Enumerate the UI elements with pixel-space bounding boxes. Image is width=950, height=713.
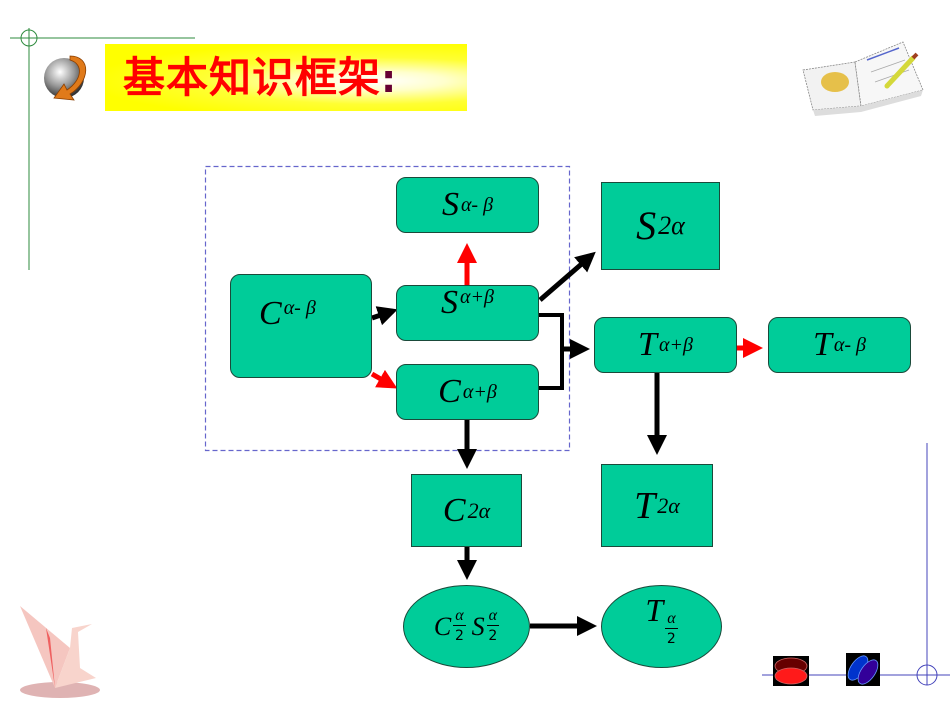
node-main-symbol: C	[259, 295, 282, 332]
open-book-icon	[802, 41, 924, 116]
page-title: 基本知识框架:	[123, 53, 398, 102]
fraction-numerator: α	[453, 607, 466, 626]
edge-bracket	[539, 313, 564, 390]
node-main-symbol: C	[442, 491, 466, 529]
node-subscript: α+β	[462, 380, 497, 403]
title-banner: 基本知识框架:	[105, 44, 467, 111]
node-main-symbol: S	[441, 284, 459, 321]
node-main-symbol: S	[636, 203, 657, 248]
fraction-denominator: 2	[488, 628, 498, 644]
node-subscript: α+β	[460, 286, 494, 308]
node-subscript: α- β	[833, 333, 867, 356]
node-main-symbol: S	[471, 611, 485, 641]
node-main-symbol: T	[634, 484, 656, 527]
edge-s-plus-to-s-2a	[538, 251, 596, 302]
node-subscript: α- β	[460, 193, 494, 216]
fraction-denominator: 2	[666, 631, 676, 647]
dashed-group-frame	[204, 165, 571, 452]
title-colon: :	[381, 57, 398, 101]
blue-sticker-icon	[846, 653, 880, 686]
node-subscript: 2α	[658, 211, 685, 240]
fraction-numerator: α	[665, 610, 678, 629]
node-main-symbol: T	[638, 326, 657, 363]
node-main-symbol: T	[645, 592, 664, 628]
node-subscript: 2α	[657, 492, 680, 518]
node-subscript: 2α	[467, 497, 491, 523]
node-main-symbol: C	[438, 373, 461, 410]
edge-c-minus-to-c-plus	[370, 369, 398, 389]
red-sticker-icon	[773, 656, 809, 686]
globe-arrow-icon	[44, 55, 87, 101]
paper-crane-icon	[20, 606, 100, 698]
node-subscript: α+β	[658, 333, 693, 356]
node-main-symbol: T	[812, 326, 832, 363]
top-left-circle-mark	[20, 29, 38, 47]
bottom-right-circle-mark	[916, 664, 938, 686]
node-subscript: α- β	[283, 297, 316, 319]
edge-c-minus-to-s-plus	[371, 306, 398, 326]
fraction-denominator: 2	[455, 628, 464, 644]
fraction-numerator: α	[486, 607, 500, 626]
node-main-symbol: C	[433, 611, 452, 641]
node-main-symbol: S	[441, 186, 459, 223]
